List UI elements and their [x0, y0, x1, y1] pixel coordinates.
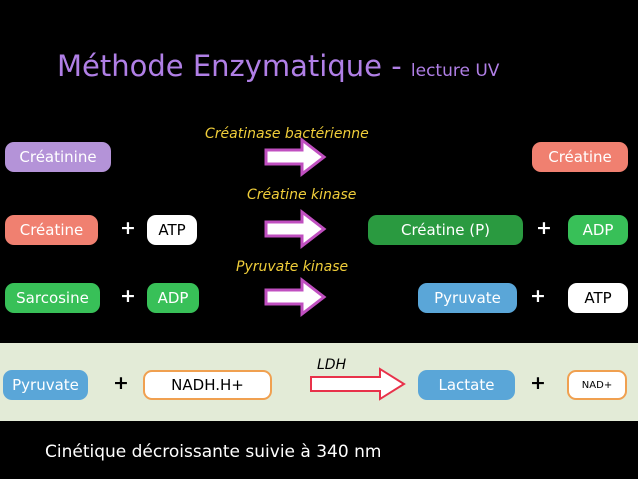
- plus-sign: +: [530, 372, 546, 394]
- substrate-nadh: NADH.H+: [143, 370, 272, 400]
- product-atp: ATP: [568, 283, 628, 313]
- right-arrow-icon: [264, 136, 327, 178]
- substrate-sarcosine: Sarcosine: [5, 283, 100, 313]
- substrate-adp: ADP: [147, 283, 199, 313]
- enzyme-label-ldh: LDH: [317, 357, 347, 373]
- right-arrow-icon: [310, 367, 406, 401]
- substrate-atp: ATP: [147, 215, 197, 245]
- substrate-pyruvate: Pyruvate: [3, 370, 88, 400]
- title-main: Méthode Enzymatique -: [57, 49, 402, 83]
- product-creatine-phosphate: Créatine (P): [368, 215, 523, 245]
- plus-sign: +: [536, 217, 552, 239]
- page-title: Méthode Enzymatique - lecture UV: [57, 49, 499, 83]
- substrate-creatinine: Créatinine: [5, 142, 111, 172]
- plus-sign: +: [120, 217, 136, 239]
- footer-caption: Cinétique décroissante suivie à 340 nm: [45, 442, 382, 462]
- enzyme-label-pyruvate-kinase: Pyruvate kinase: [236, 259, 349, 275]
- plus-sign: +: [120, 285, 136, 307]
- right-arrow-icon: [264, 208, 327, 250]
- plus-sign: +: [530, 285, 546, 307]
- product-pyruvate: Pyruvate: [418, 283, 517, 313]
- right-arrow-icon: [264, 276, 327, 318]
- plus-sign: +: [113, 372, 129, 394]
- product-nad: NAD+: [567, 370, 627, 400]
- substrate-creatine: Créatine: [5, 215, 98, 245]
- product-lactate: Lactate: [418, 370, 515, 400]
- title-sub: lecture UV: [410, 61, 500, 81]
- product-creatine: Créatine: [532, 142, 628, 172]
- product-adp: ADP: [568, 215, 628, 245]
- enzyme-label-creatine-kinase: Créatine kinase: [247, 187, 357, 203]
- enzyme-label-creatinase: Créatinase bactérienne: [205, 126, 369, 142]
